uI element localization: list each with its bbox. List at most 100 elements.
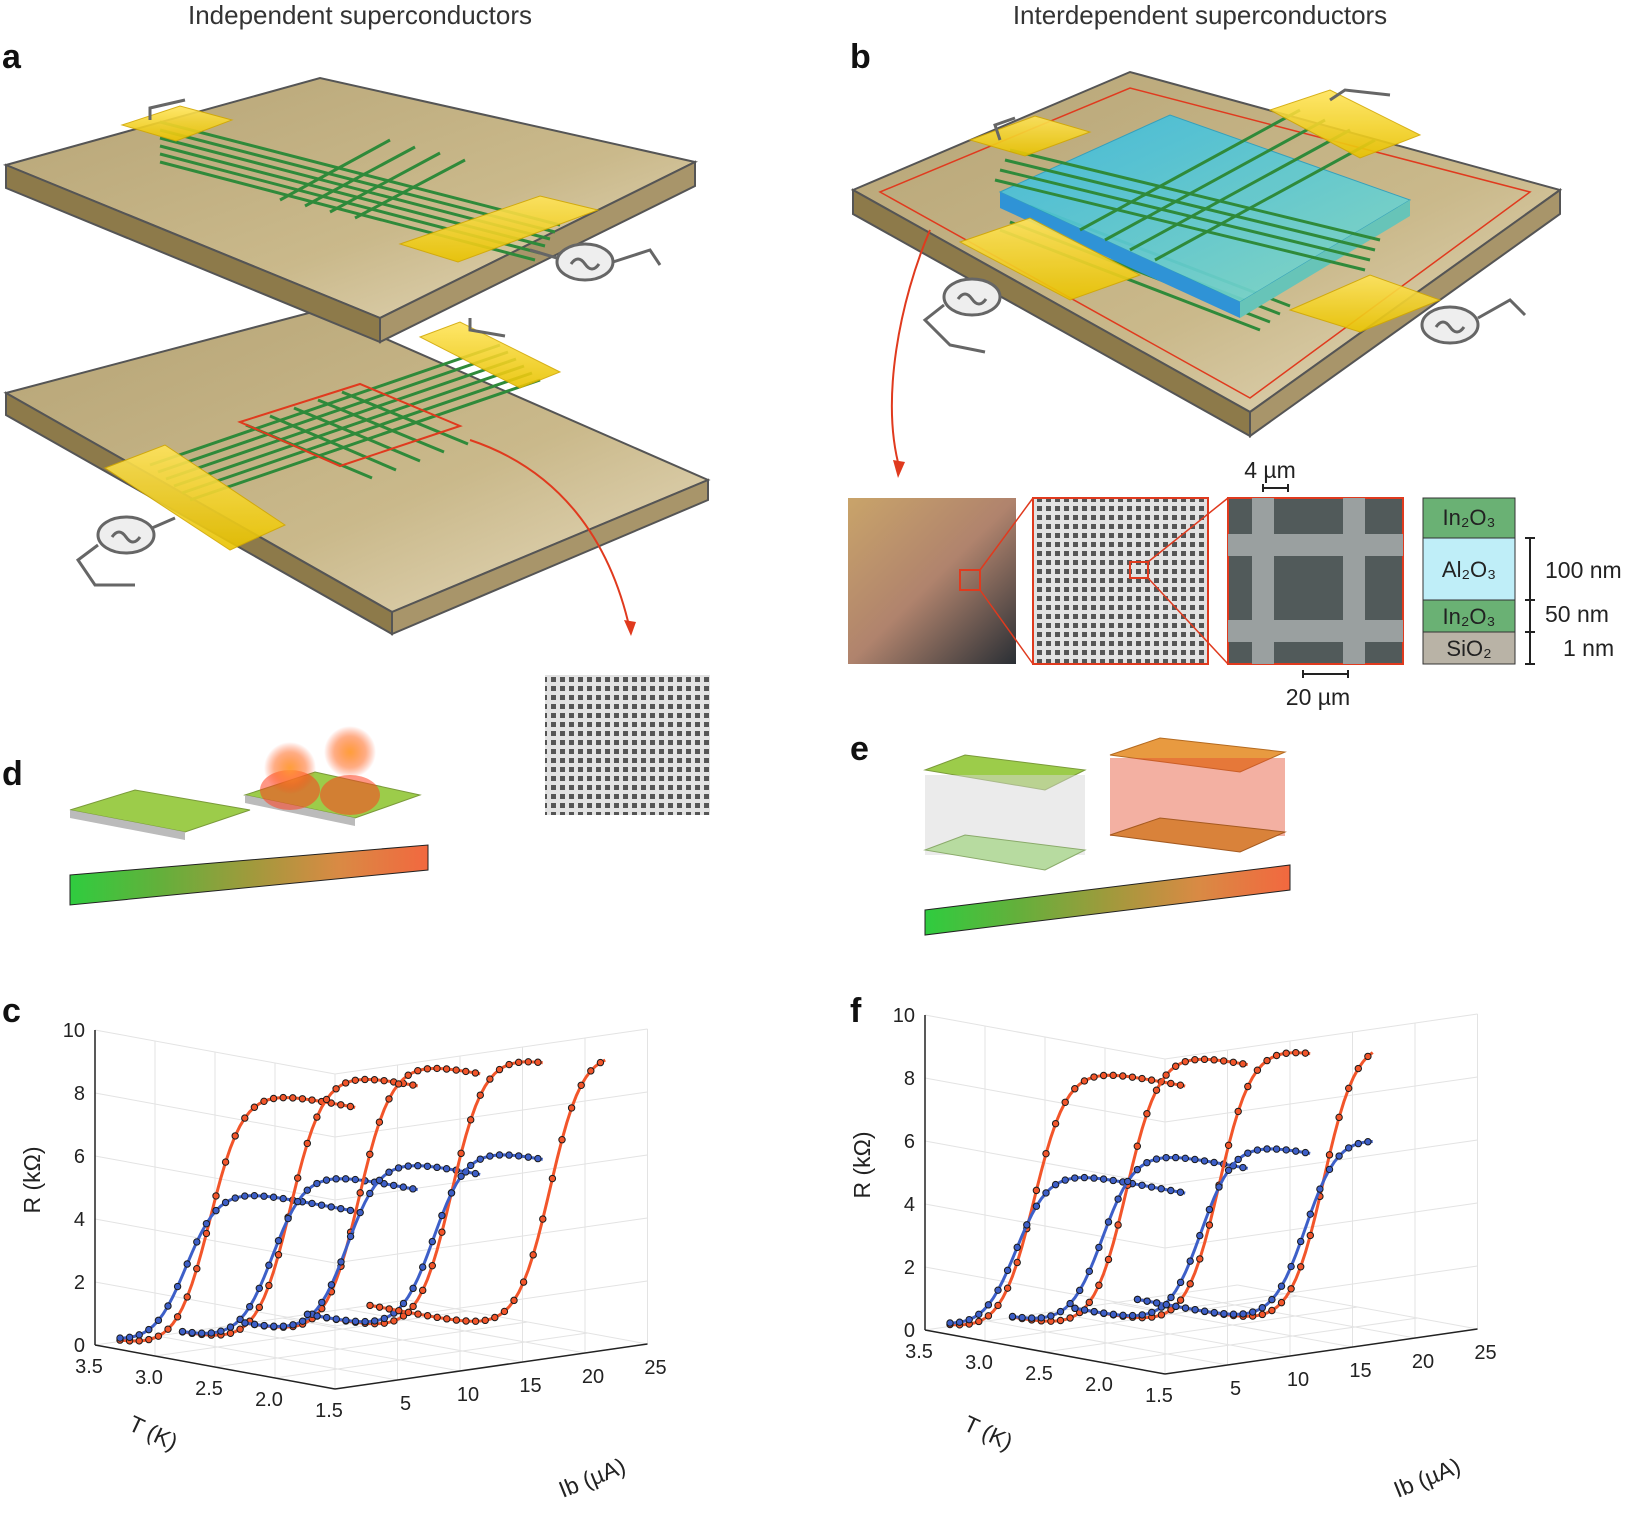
- series-blue-3-markers: [1008, 1153, 1247, 1322]
- data-point: [1099, 1071, 1108, 1080]
- data-point: [1282, 1049, 1290, 1057]
- data-point: [231, 1194, 239, 1202]
- data-point: [260, 1192, 268, 1200]
- data-point: [1056, 1307, 1065, 1316]
- data-point: [1210, 1158, 1218, 1167]
- data-point: [414, 1162, 422, 1170]
- z-tick-label: 4: [904, 1194, 915, 1216]
- data-point: [1239, 1060, 1247, 1068]
- data-point: [1051, 1180, 1060, 1189]
- data-point: [1071, 1304, 1079, 1312]
- data-point: [548, 1174, 557, 1183]
- data-point: [332, 1085, 340, 1093]
- data-point: [1277, 1282, 1286, 1290]
- ib-tick-label: 5: [400, 1393, 411, 1415]
- data-point: [1032, 1186, 1041, 1195]
- data-point: [1292, 1048, 1300, 1057]
- data-point: [1013, 1258, 1021, 1267]
- data-point: [1181, 1057, 1190, 1066]
- data-point: [1176, 1296, 1185, 1304]
- data-point: [1229, 1058, 1238, 1066]
- data-point: [946, 1319, 954, 1327]
- data-point: [433, 1064, 441, 1073]
- data-point: [1090, 1073, 1098, 1081]
- t-tick-label: 1.5: [1145, 1385, 1173, 1407]
- ib-tick-label: 5: [1230, 1378, 1241, 1400]
- data-point: [1167, 1079, 1175, 1088]
- data-point: [1023, 1221, 1031, 1229]
- data-point: [1176, 1081, 1185, 1089]
- data-point: [116, 1334, 124, 1342]
- data-point: [1258, 1310, 1267, 1319]
- data-point: [337, 1101, 345, 1109]
- data-point: [265, 1281, 273, 1290]
- data-point: [414, 1067, 422, 1075]
- data-point: [1066, 1314, 1074, 1322]
- data-point: [447, 1189, 456, 1197]
- data-point: [342, 1316, 350, 1325]
- data-point: [438, 1228, 446, 1236]
- t-tick-label: 3.5: [905, 1341, 933, 1363]
- data-point: [178, 1327, 187, 1336]
- data-point: [337, 1204, 345, 1213]
- t-tick-label: 1.5: [315, 1400, 343, 1422]
- data-point: [279, 1194, 287, 1203]
- data-point: [298, 1317, 307, 1325]
- data-point: [375, 1303, 384, 1311]
- z-tick-label: 6: [904, 1131, 915, 1153]
- data-point: [1095, 1243, 1103, 1252]
- data-point: [984, 1301, 993, 1309]
- optical-micrograph: [848, 498, 1016, 664]
- data-point: [202, 1229, 211, 1238]
- data-point: [1354, 1064, 1363, 1073]
- data-point: [380, 1314, 388, 1323]
- panel-label-c: c: [2, 992, 21, 1030]
- data-point: [327, 1203, 335, 1211]
- data-point: [1119, 1311, 1127, 1320]
- data-point: [145, 1335, 153, 1344]
- z-tick-label: 10: [893, 1005, 915, 1027]
- ib-tick-label: 15: [1349, 1360, 1371, 1382]
- data-point: [1263, 1145, 1271, 1153]
- data-point: [313, 1113, 321, 1121]
- data-point: [236, 1325, 244, 1333]
- data-point: [1162, 1071, 1170, 1079]
- thickness-label-2: 1 nm: [1563, 635, 1614, 661]
- data-point: [370, 1076, 379, 1084]
- data-point: [423, 1312, 432, 1320]
- data-point: [442, 1165, 451, 1173]
- data-point: [409, 1081, 417, 1089]
- gridline: [94, 1217, 648, 1264]
- data-point: [1047, 1312, 1055, 1320]
- data-point: [428, 1261, 436, 1270]
- data-point: [342, 1079, 350, 1087]
- data-point: [375, 1176, 384, 1184]
- data-point: [1287, 1285, 1295, 1293]
- data-point: [529, 1251, 537, 1259]
- data-point: [994, 1286, 1002, 1294]
- data-point: [515, 1152, 523, 1160]
- data-point: [1128, 1073, 1137, 1081]
- data-point: [404, 1162, 412, 1170]
- data-point: [486, 1152, 494, 1160]
- data-point: [1109, 1176, 1117, 1185]
- data-point: [1085, 1267, 1094, 1276]
- data-point: [1205, 1205, 1214, 1214]
- data-point: [438, 1211, 446, 1220]
- data-point: [1090, 1174, 1098, 1182]
- data-point: [1220, 1309, 1228, 1318]
- data-point: [471, 1069, 480, 1077]
- series-red-4-markers: [1071, 1048, 1310, 1322]
- series-blue-1-markers: [116, 1191, 355, 1342]
- data-point: [1042, 1189, 1050, 1197]
- data-point: [1114, 1195, 1122, 1203]
- data-point: [346, 1102, 355, 1111]
- data-point: [1138, 1311, 1146, 1319]
- data-point: [1186, 1280, 1194, 1288]
- data-point: [1272, 1145, 1281, 1153]
- data-point: [476, 1155, 484, 1163]
- data-point: [1210, 1308, 1219, 1317]
- data-point: [476, 1091, 484, 1099]
- data-point: [1104, 1218, 1113, 1226]
